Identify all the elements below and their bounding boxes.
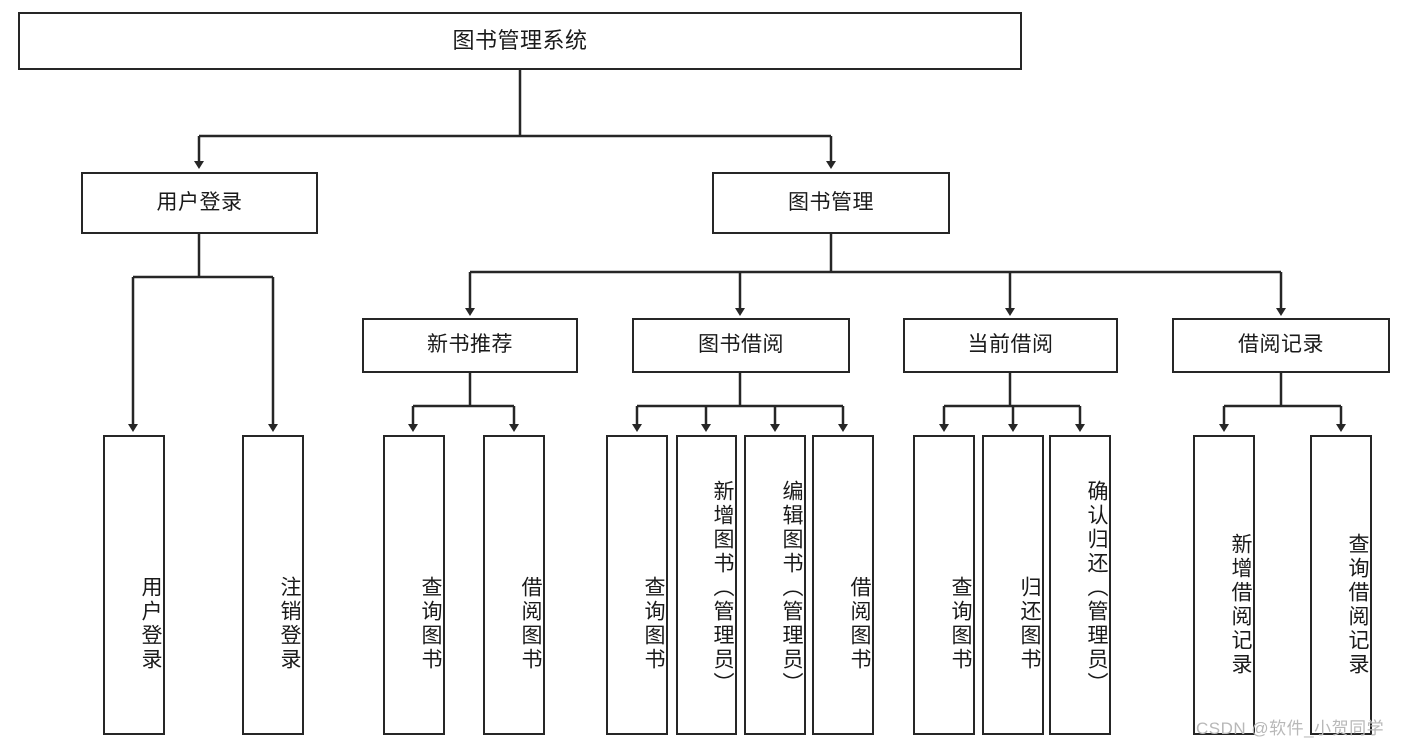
leaf-user-login-logout[interactable]: 注销登录	[242, 435, 304, 735]
leaf-borrow-query-book[interactable]: 查询图书	[606, 435, 668, 735]
leaf-current-query-book[interactable]: 查询图书	[913, 435, 975, 735]
leaf-recommend-borrow-book[interactable]: 借阅图书	[483, 435, 545, 735]
node-current-borrow[interactable]: 当前借阅	[903, 318, 1118, 373]
csdn-watermark: CSDN @软件_小贺同学	[1196, 719, 1385, 738]
leaf-borrow-borrow-book[interactable]: 借阅图书	[812, 435, 874, 735]
leaf-recommend-query-book[interactable]: 查询图书	[383, 435, 445, 735]
leaf-record-add-record[interactable]: 新增借阅记录	[1193, 435, 1255, 735]
leaf-borrow-add-book-admin[interactable]: 新增图书（管理员）	[676, 435, 737, 735]
leaf-record-query-record[interactable]: 查询借阅记录	[1310, 435, 1372, 735]
node-new-book-recommend[interactable]: 新书推荐	[362, 318, 578, 373]
node-book-borrow[interactable]: 图书借阅	[632, 318, 850, 373]
node-book-management[interactable]: 图书管理	[712, 172, 950, 234]
leaf-current-return-book[interactable]: 归还图书	[982, 435, 1044, 735]
leaf-borrow-edit-book-admin[interactable]: 编辑图书（管理员）	[744, 435, 806, 735]
leaf-current-confirm-return-admin[interactable]: 确认归还（管理员）	[1049, 435, 1111, 735]
node-root-system[interactable]: 图书管理系统	[18, 12, 1022, 70]
node-user-login[interactable]: 用户登录	[81, 172, 318, 234]
leaf-user-login-login[interactable]: 用户登录	[103, 435, 165, 735]
node-borrow-record[interactable]: 借阅记录	[1172, 318, 1390, 373]
